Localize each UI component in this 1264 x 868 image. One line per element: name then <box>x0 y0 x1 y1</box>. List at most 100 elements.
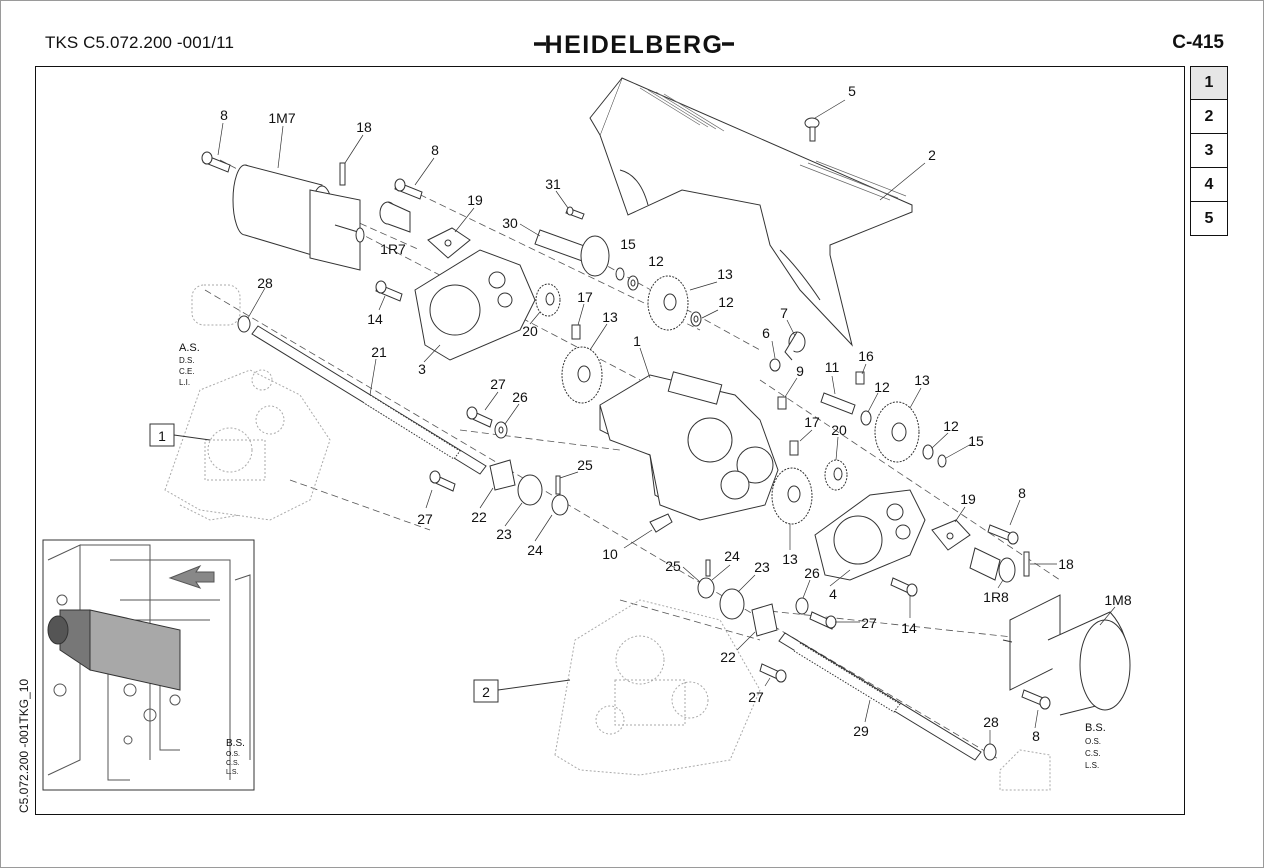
assembly-label-2: 2 <box>473 679 571 703</box>
pin-17a <box>571 324 581 340</box>
callout-4: 4 <box>829 586 837 602</box>
tab-2[interactable]: 2 <box>1190 100 1228 134</box>
assembly-label-1: 1 <box>149 423 211 447</box>
svg-text:HEIDELBERG: HEIDELBERG <box>545 31 724 58</box>
callout-17: 17 <box>804 414 820 430</box>
callout-1r7: 1R7 <box>380 241 406 257</box>
page-tabs[interactable]: 1 2 3 4 5 <box>1190 66 1228 236</box>
callout-16: 16 <box>858 348 874 364</box>
bracket-19b <box>931 519 971 551</box>
svg-text:C.E.: C.E. <box>179 367 195 376</box>
drawing-code: C5.072.200 -001TKG_10 <box>17 678 31 813</box>
screw-8c <box>987 524 1019 545</box>
washer-12d <box>922 444 934 460</box>
sensor-1r7 <box>379 201 411 233</box>
svg-text:C.S.: C.S. <box>226 760 240 767</box>
pulley-20a <box>535 283 561 317</box>
tab-1[interactable]: 1 <box>1190 66 1228 100</box>
washer-6 <box>769 358 781 372</box>
nut-24a <box>551 494 569 516</box>
callout-14: 14 <box>901 620 917 636</box>
screw-27a <box>466 406 493 428</box>
cover-plate <box>589 77 913 347</box>
clamp-22a <box>489 459 516 491</box>
gear-13b <box>561 346 603 404</box>
callout-21: 21 <box>371 344 387 360</box>
callout-12: 12 <box>718 294 734 310</box>
callout-24: 24 <box>724 548 740 564</box>
shaft-11 <box>820 392 856 415</box>
callout-26: 26 <box>512 389 528 405</box>
callout-1m8: 1M8 <box>1104 592 1131 608</box>
gear-housing <box>599 371 779 521</box>
pin-18b <box>1023 551 1030 577</box>
callout-29: 29 <box>853 723 869 739</box>
callout-25: 25 <box>665 558 681 574</box>
exploded-view-diagram: 1 2 <box>42 77 1132 791</box>
screw-8a <box>201 151 231 173</box>
washer-26a <box>494 421 508 439</box>
callout-12: 12 <box>648 253 664 269</box>
callout-5: 5 <box>848 83 856 99</box>
callout-27: 27 <box>861 615 877 631</box>
svg-text:A.S.: A.S. <box>179 342 200 354</box>
callout-24: 24 <box>527 542 543 558</box>
gears <box>535 275 920 525</box>
screw-10 <box>649 513 673 533</box>
washer-12c <box>860 410 872 426</box>
callout-8: 8 <box>220 107 228 123</box>
callout-12: 12 <box>943 418 959 434</box>
callout-15: 15 <box>620 236 636 252</box>
sensor-1r8 <box>969 547 1016 583</box>
callout-31: 31 <box>545 176 561 192</box>
pin-9 <box>777 396 787 410</box>
nut-24b <box>697 577 715 599</box>
callout-23: 23 <box>496 526 512 542</box>
callout-27: 27 <box>490 376 506 392</box>
callout-7: 7 <box>780 305 788 321</box>
tab-5[interactable]: 5 <box>1190 202 1228 236</box>
ring-15a <box>615 267 625 281</box>
svg-text:O.S.: O.S. <box>226 751 240 758</box>
callout-9: 9 <box>796 363 804 379</box>
callout-6: 6 <box>762 325 770 341</box>
tab-3[interactable]: 3 <box>1190 134 1228 168</box>
callout-13: 13 <box>914 372 930 388</box>
page-number: C-415 <box>1172 32 1224 53</box>
motor-1m8 <box>1002 594 1131 716</box>
svg-text:B.S.: B.S. <box>1085 722 1106 734</box>
pulley-20b <box>824 459 848 491</box>
spindle-21 <box>251 325 487 475</box>
diagram-frame <box>35 66 1185 815</box>
screw-8d <box>1021 689 1051 710</box>
callout-11: 11 <box>825 359 840 375</box>
callout-labels: 8 1M7 18 8 19 1R7 31 30 15 12 13 12 5 2 … <box>220 83 1132 744</box>
screw-8b <box>394 178 423 200</box>
screw-27b <box>429 470 456 492</box>
callout-27: 27 <box>417 511 433 527</box>
tab-4[interactable]: 4 <box>1190 168 1228 202</box>
callout-13: 13 <box>782 551 798 567</box>
spindle-29 <box>778 632 982 761</box>
callout-18: 18 <box>1058 556 1074 572</box>
callout-28: 28 <box>983 714 999 730</box>
pin-18a <box>339 162 346 186</box>
callout-20: 20 <box>522 323 538 339</box>
pin-17b <box>789 440 799 456</box>
gear-13d <box>771 467 813 525</box>
callout-25: 25 <box>577 457 593 473</box>
screw-14a <box>375 280 403 302</box>
callout-19: 19 <box>467 192 483 208</box>
callout-8: 8 <box>431 142 439 158</box>
side-label-left: A.S. D.S. C.E. L.I. <box>179 342 200 387</box>
svg-text:B.S.: B.S. <box>226 738 245 749</box>
svg-text:O.S.: O.S. <box>1085 737 1101 746</box>
callout-23: 23 <box>754 559 770 575</box>
gear-13a <box>647 275 689 331</box>
callout-10: 10 <box>602 546 618 562</box>
callout-22: 22 <box>471 509 487 525</box>
callout-13: 13 <box>717 266 733 282</box>
screw-14b <box>890 577 918 597</box>
callout-1m7: 1M7 <box>268 110 295 126</box>
inset-overview: B.S. O.S. C.S. L.S. <box>42 539 255 791</box>
